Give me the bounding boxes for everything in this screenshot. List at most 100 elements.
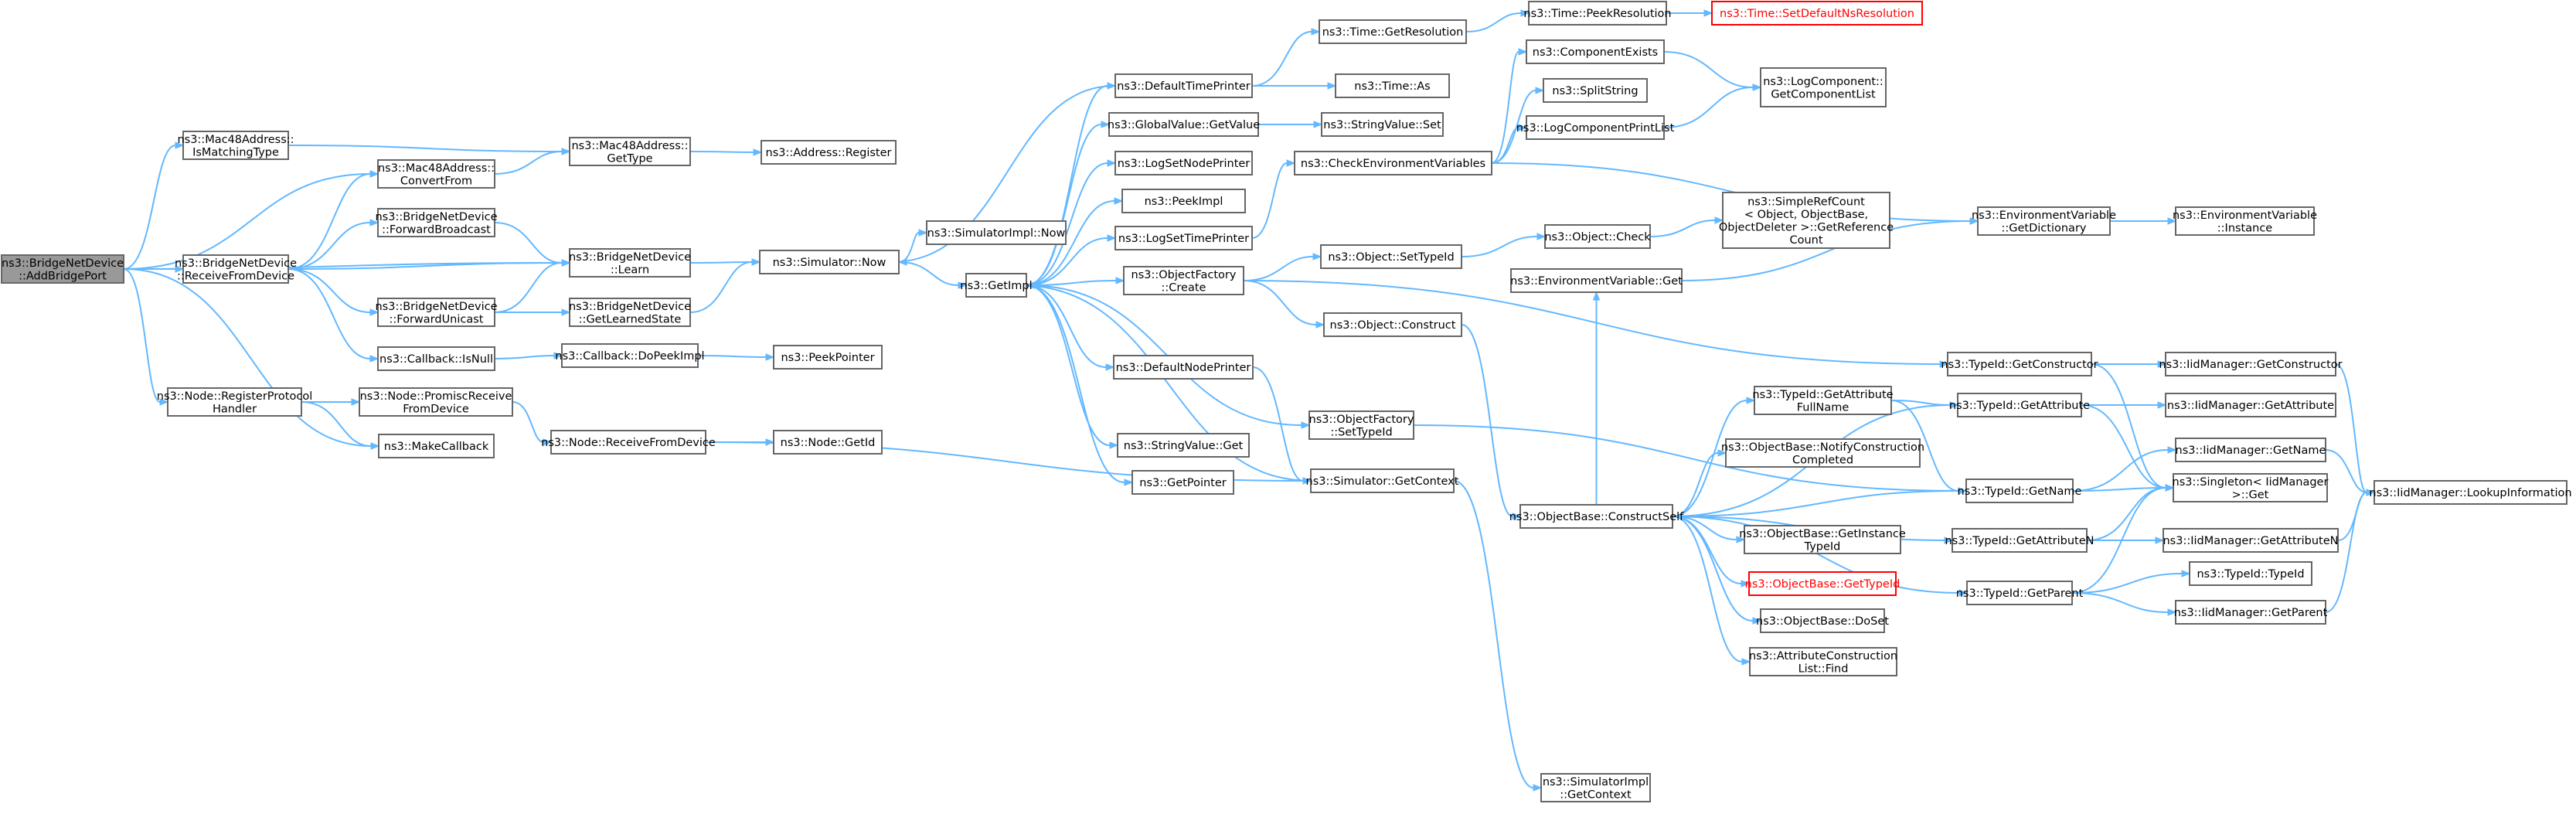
node-simImplGetContext[interactable]: ns3::SimulatorImpl::GetContext [1540, 773, 1651, 802]
node-objectFactoryCreate[interactable]: ns3::ObjectFactory::Create [1123, 266, 1244, 295]
node-timePeekResolution[interactable]: ns3::Time::PeekResolution [1523, 1, 1672, 26]
edge-line [2071, 573, 2183, 594]
edge-line [898, 261, 959, 286]
node-objectFactorySetTypeId[interactable]: ns3::ObjectFactory::SetTypeId [1308, 410, 1414, 440]
node-defaultNodePrinter[interactable]: ns3::DefaultNodePrinter [1113, 355, 1254, 380]
node-box [1760, 67, 1887, 107]
node-receiveFromDevice[interactable]: ns3::BridgeNetDevice::ReceiveFromDevice [175, 254, 297, 284]
node-checkEnvVars[interactable]: ns3::CheckEnvironmentVariables [1294, 151, 1492, 175]
node-typeIdGetAttributeN[interactable]: ns3::TypeId::GetAttributeN [1945, 528, 2094, 553]
arrowhead [175, 141, 185, 149]
node-macGetType[interactable]: ns3::Mac48Address::GetType [569, 137, 691, 166]
node-label: ns3::IidManager::GetAttribute [2167, 400, 2334, 412]
node-forwardBroadcast[interactable]: ns3::BridgeNetDevice::ForwardBroadcast [375, 208, 498, 237]
node-stringValueSet[interactable]: ns3::StringValue::Set [1321, 112, 1444, 137]
node-typeIdGetParent[interactable]: ns3::TypeId::GetParent [1956, 581, 2084, 605]
node-getImpl[interactable]: ns3::GetImpl [960, 273, 1033, 298]
node-singletonGet[interactable]: ns3::Singleton< IidManager>::Get [2173, 473, 2329, 502]
node-iidGetAttribute[interactable]: ns3::IidManager::GetAttribute [2165, 393, 2336, 417]
node-objectSetTypeId[interactable]: ns3::Object::SetTypeId [1320, 244, 1462, 269]
node-envVarGetDictionary[interactable]: ns3::EnvironmentVariable::GetDictionary [1972, 206, 2116, 236]
node-iidGetConstructor[interactable]: ns3::IidManager::GetConstructor [2159, 352, 2343, 376]
edge-line [123, 173, 371, 270]
node-label: ns3::DefaultTimePrinter [1117, 80, 1250, 93]
arrowhead [897, 258, 907, 266]
edge-getImpl-to-getPointer [1026, 284, 1134, 486]
node-timeAs[interactable]: ns3::Time::As [1335, 73, 1450, 98]
node-getLearnedState[interactable]: ns3::BridgeNetDevice::GetLearnedState [569, 298, 691, 327]
node-splitString[interactable]: ns3::SplitString [1543, 78, 1648, 103]
node-objectCheck[interactable]: ns3::Object::Check [1544, 224, 1651, 249]
node-callbackIsNull[interactable]: ns3::Callback::IsNull [377, 346, 495, 371]
arrowhead [369, 355, 379, 363]
node-learn[interactable]: ns3::BridgeNetDevice::Learn [569, 248, 691, 278]
node-typeIdGetAttribute[interactable]: ns3::TypeId::GetAttribute [1949, 393, 2090, 417]
node-typeIdGetConstructor[interactable]: ns3::TypeId::GetConstructor [1941, 352, 2098, 376]
node-logComponentPrintList[interactable]: ns3::LogComponentPrintList [1516, 115, 1675, 140]
edge-line [1465, 12, 1522, 32]
node-timeGetResolution[interactable]: ns3::Time::GetResolution [1319, 19, 1467, 44]
node-componentExists[interactable]: ns3::ComponentExists [1526, 39, 1665, 64]
node-iidGetName[interactable]: ns3::IidManager::GetName [2175, 438, 2326, 462]
node-logSetTimePrinter[interactable]: ns3::LogSetTimePrinter [1114, 226, 1253, 250]
node-envVarGet[interactable]: ns3::EnvironmentVariable::Get [1510, 268, 1683, 293]
arrowhead [1312, 253, 1322, 261]
node-simNow[interactable]: ns3::Simulator::Now [759, 250, 900, 274]
edge-line [1663, 87, 1754, 128]
node-logComponentGetList[interactable]: ns3::LogComponent::GetComponentList [1760, 67, 1887, 107]
node-envVarInstance[interactable]: ns3::EnvironmentVariable::Instance [2173, 206, 2317, 236]
node-objectBaseGetTypeId[interactable]: ns3::ObjectBase::GetTypeId [1745, 571, 1901, 596]
node-defaultTimePrinter[interactable]: ns3::DefaultTimePrinter [1114, 73, 1253, 98]
node-nodeReceiveFromDevice[interactable]: ns3::Node::ReceiveFromDevice [541, 430, 716, 455]
node-typeIdGetName[interactable]: ns3::TypeId::GetName [1958, 479, 2082, 503]
node-peekImpl[interactable]: ns3::PeekImpl [1121, 189, 1246, 213]
node-label: ::Learn [611, 264, 649, 276]
node-label: ns3::LogSetTimePrinter [1118, 233, 1249, 245]
node-constructSelf[interactable]: ns3::ObjectBase::ConstructSelf [1509, 504, 1684, 529]
edge-doPeekImpl-to-peekPointer [697, 353, 775, 361]
node-box [1966, 581, 2073, 605]
edge-simGetContext-to-getImpl [1018, 281, 1312, 482]
edge-line [1672, 516, 1754, 622]
node-label: ns3::IidManager::GetParent [2174, 607, 2328, 619]
edge-line [1649, 220, 1716, 237]
node-box [1748, 571, 1897, 596]
edge-typeIdGetAttribute-to-iidGetAttribute [2081, 401, 2167, 409]
node-timeSetDefaultNs[interactable]: ns3::Time::SetDefaultNsResolution [1711, 1, 1923, 26]
edge-typeIdGetAttrFullName-to-typeIdGetAttribute [1890, 400, 1959, 409]
node-box [377, 298, 495, 327]
node-getPointer[interactable]: ns3::GetPointer [1131, 470, 1234, 495]
edge-line [1672, 452, 1719, 517]
node-macConvertFrom[interactable]: ns3::Mac48Address::ConvertFrom [377, 159, 495, 189]
node-notifyConstruction[interactable]: ns3::ObjectBase::NotifyConstructionCompl… [1721, 438, 1924, 468]
node-objectConstruct[interactable]: ns3::Object::Construct [1323, 312, 1462, 337]
node-forwardUnicast[interactable]: ns3::BridgeNetDevice::ForwardUnicast [375, 298, 498, 327]
node-doPeekImpl[interactable]: ns3::Callback::DoPeekImpl [555, 343, 705, 368]
node-logSetNodePrinter[interactable]: ns3::LogSetNodePrinter [1114, 151, 1253, 175]
node-globalValueGetValue[interactable]: ns3::GlobalValue::GetValue [1108, 112, 1260, 137]
edge-line [2072, 449, 2169, 492]
node-makeCallback[interactable]: ns3::MakeCallback [378, 434, 495, 458]
node-typeIdTypeId[interactable]: ns3::TypeId::TypeId [2189, 561, 2312, 586]
node-macIsMatching[interactable]: ns3::Mac48Address::IsMatchingType [177, 131, 294, 160]
node-iidGetAttributeN[interactable]: ns3::IidManager::GetAttributeN [2163, 528, 2339, 553]
node-stringValueGet[interactable]: ns3::StringValue::Get [1117, 433, 1250, 458]
node-doSet[interactable]: ns3::ObjectBase::DoSet [1756, 608, 1889, 633]
node-addressRegister[interactable]: ns3::Address::Register [761, 140, 897, 165]
node-simpleRefCount[interactable]: ns3::SimpleRefCount< Object, ObjectBase,… [1719, 192, 1894, 249]
node-box [1760, 608, 1885, 633]
arrowhead [1535, 87, 1545, 94]
node-simImplNow[interactable]: ns3::SimulatorImpl::Now [926, 220, 1067, 245]
node-nodeGetId[interactable]: ns3::Node::GetId [773, 430, 883, 455]
node-iidGetParent[interactable]: ns3::IidManager::GetParent [2174, 600, 2328, 625]
node-iidLookupInformation[interactable]: ns3::IidManager::LookupInformation [2369, 480, 2572, 505]
node-label: Handler [213, 403, 257, 415]
arrowhead [370, 442, 380, 450]
node-peekPointer[interactable]: ns3::PeekPointer [773, 345, 883, 370]
node-simGetContext[interactable]: ns3::Simulator::GetContext [1306, 468, 1459, 493]
